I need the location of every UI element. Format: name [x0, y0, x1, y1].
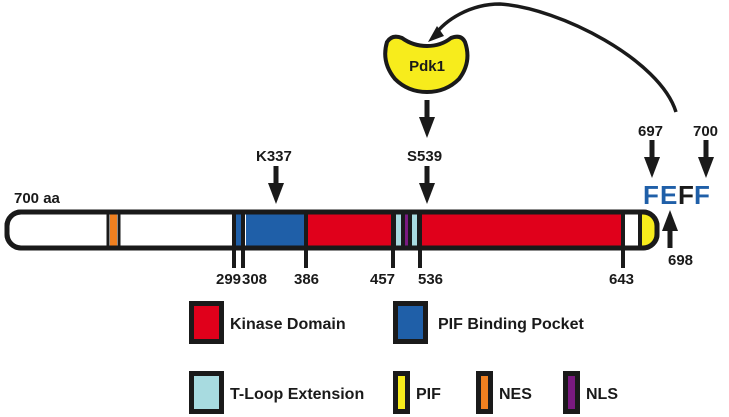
- motif-position-700: 700: [693, 123, 718, 140]
- motif-letter-2: E: [660, 180, 677, 210]
- legend: Kinase Domain PIF Binding Pocket T-Loop …: [189, 301, 618, 414]
- motif-letter-1: F: [643, 180, 659, 210]
- motif-letter-3: F: [678, 180, 694, 210]
- protein-length-label: 700 aa: [14, 190, 61, 207]
- nes-region: [110, 214, 117, 246]
- tloop-region-2: [412, 214, 417, 246]
- legend-item-pif-binding-pocket: PIF Binding Pocket: [393, 301, 584, 344]
- arrow-698-icon: [662, 210, 678, 248]
- s539-arrow-icon: [419, 166, 435, 204]
- kinase-domain-region-2: [422, 214, 622, 246]
- pdk1-enzyme: Pdk1: [383, 34, 470, 95]
- svg-text:NES: NES: [499, 386, 532, 403]
- motif-position-698: 698: [668, 252, 693, 269]
- position-386: 386: [294, 271, 319, 288]
- legend-item-kinase-domain: Kinase Domain: [189, 301, 346, 344]
- pif-region: [642, 214, 655, 246]
- nls-region: [405, 214, 408, 246]
- position-299: 299: [216, 271, 241, 288]
- arrow-697-icon: [644, 140, 660, 178]
- legend-item-nes: NES: [476, 371, 532, 414]
- feedback-curve-arrow-icon: [428, 2, 678, 113]
- pdk1-to-s539-arrow-icon: [419, 100, 435, 138]
- pdk1-label: Pdk1: [409, 58, 445, 75]
- svg-text:NLS: NLS: [586, 386, 618, 403]
- tloop-region-1: [396, 214, 401, 246]
- kinase-domain-region-1: [306, 214, 392, 246]
- svg-text:T-Loop Extension: T-Loop Extension: [230, 386, 364, 403]
- legend-item-pif: PIF: [393, 371, 441, 414]
- arrow-700-icon: [698, 140, 714, 178]
- site-s539-label: S539: [407, 148, 442, 165]
- pif-pocket-region: [246, 214, 306, 246]
- motif-letter-4: F: [694, 180, 710, 210]
- svg-text:Kinase Domain: Kinase Domain: [230, 316, 346, 333]
- motif-position-697: 697: [638, 123, 663, 140]
- protein-bar: [4, 209, 660, 268]
- position-536: 536: [418, 271, 443, 288]
- site-k337-label: K337: [256, 148, 292, 165]
- pif-pocket-region-small: [235, 214, 244, 246]
- position-457: 457: [370, 271, 395, 288]
- svg-text:PIF Binding Pocket: PIF Binding Pocket: [438, 316, 584, 333]
- legend-item-t-loop-extension: T-Loop Extension: [189, 371, 364, 414]
- position-643: 643: [609, 271, 634, 288]
- position-308: 308: [242, 271, 267, 288]
- k337-arrow-icon: [268, 166, 284, 204]
- svg-text:PIF: PIF: [416, 386, 441, 403]
- legend-item-nls: NLS: [563, 371, 618, 414]
